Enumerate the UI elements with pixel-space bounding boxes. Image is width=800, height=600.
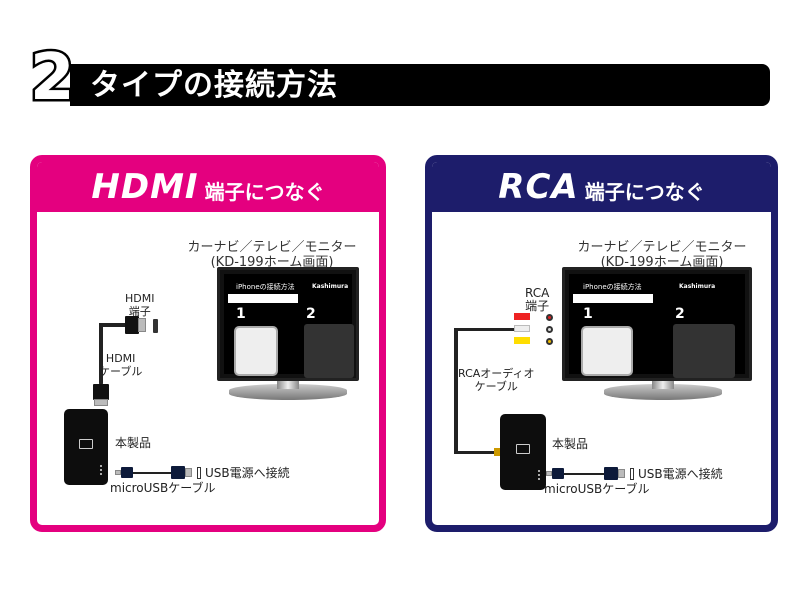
device-label: 本製品 bbox=[115, 436, 152, 450]
hdmi-panel-header: HDMI 端子につなぐ bbox=[37, 162, 379, 212]
usb-power-label: USB電源へ接続 bbox=[205, 466, 290, 480]
hdmi-plug-icon-lower bbox=[93, 384, 109, 400]
hdmi-heading-sub: 端子につなぐ bbox=[204, 179, 325, 204]
control-center-image bbox=[673, 324, 735, 378]
step-1: 1 bbox=[583, 306, 593, 322]
hdmi-panel: HDMI 端子につなぐ カーナビ／テレビ／モニター (KD-199ホーム画面) … bbox=[30, 155, 386, 532]
monitor-caption-line2: (KD-199ホーム画面) bbox=[210, 255, 334, 270]
monitor-caption: カーナビ／テレビ／モニター (KD-199ホーム画面) bbox=[172, 240, 372, 270]
rca-plug-icon-white bbox=[514, 325, 530, 332]
step-2: 2 bbox=[306, 306, 316, 322]
hdmi-plug-icon bbox=[125, 316, 139, 334]
usb-port-icon bbox=[197, 467, 201, 479]
rca-panel-header: RCA 端子につなぐ bbox=[432, 162, 771, 212]
hdmi-cable bbox=[99, 323, 103, 385]
hdmi-port-icon bbox=[153, 319, 158, 333]
page-title: タイプの接続方法 bbox=[90, 68, 338, 103]
usb-plug-icon bbox=[171, 466, 185, 479]
screen-title: iPhoneの接続方法 bbox=[583, 283, 642, 291]
step-2: 2 bbox=[675, 306, 685, 322]
monitor-icon: iPhoneの接続方法 Kashimura 1 2 bbox=[562, 267, 752, 381]
audio-plug-icon bbox=[494, 448, 502, 456]
rca-port-red bbox=[546, 314, 553, 321]
monitor-caption: カーナビ／テレビ／モニター (KD-199ホーム画面) bbox=[562, 240, 762, 270]
phone-image bbox=[581, 326, 633, 376]
title-bar bbox=[70, 64, 770, 106]
rca-heading: RCA bbox=[498, 167, 579, 207]
hdmi-heading: HDMI bbox=[91, 167, 199, 207]
micro-usb-label: microUSBケーブル bbox=[544, 482, 650, 496]
micro-usb-cable bbox=[133, 472, 171, 474]
rca-plug-icon-yellow bbox=[514, 337, 530, 344]
usb-plug-icon bbox=[604, 467, 618, 480]
monitor-caption-line2: (KD-199ホーム画面) bbox=[600, 255, 724, 270]
rca-port-yellow bbox=[546, 338, 553, 345]
monitor-caption-line1: カーナビ／テレビ／モニター bbox=[577, 240, 747, 255]
device-label: 本製品 bbox=[552, 437, 589, 451]
device-icon bbox=[500, 414, 546, 490]
device-icon bbox=[64, 409, 108, 485]
usb-power-label: USB電源へ接続 bbox=[638, 467, 723, 481]
monitor-stand bbox=[229, 384, 347, 400]
step-1: 1 bbox=[236, 306, 246, 322]
rca-heading-sub: 端子につなぐ bbox=[584, 179, 705, 204]
monitor-stand bbox=[604, 384, 722, 400]
monitor-caption-line1: カーナビ／テレビ／モニター bbox=[187, 240, 357, 255]
rca-plug-icon bbox=[514, 313, 530, 320]
rca-panel: RCA 端子につなぐ カーナビ／テレビ／モニター (KD-199ホーム画面) i… bbox=[425, 155, 778, 532]
micro-usb-cable bbox=[564, 473, 604, 475]
micro-usb-label: microUSBケーブル bbox=[110, 481, 216, 495]
micro-usb-plug-icon bbox=[552, 468, 564, 479]
screen-title: iPhoneの接続方法 bbox=[236, 283, 295, 291]
control-center-image bbox=[304, 324, 354, 378]
rca-cable-label: RCAオーディオケーブル bbox=[458, 367, 535, 393]
rca-cable bbox=[454, 328, 458, 453]
screen-brand: Kashimura bbox=[679, 283, 716, 290]
monitor-icon: iPhoneの接続方法 Kashimura 1 2 bbox=[217, 267, 359, 381]
rca-port-white bbox=[546, 326, 553, 333]
usb-port-icon bbox=[630, 468, 634, 480]
micro-usb-plug-icon bbox=[121, 467, 133, 478]
phone-image bbox=[234, 326, 278, 376]
screen-brand: Kashimura bbox=[312, 283, 349, 290]
title-number: 2 bbox=[28, 41, 77, 115]
